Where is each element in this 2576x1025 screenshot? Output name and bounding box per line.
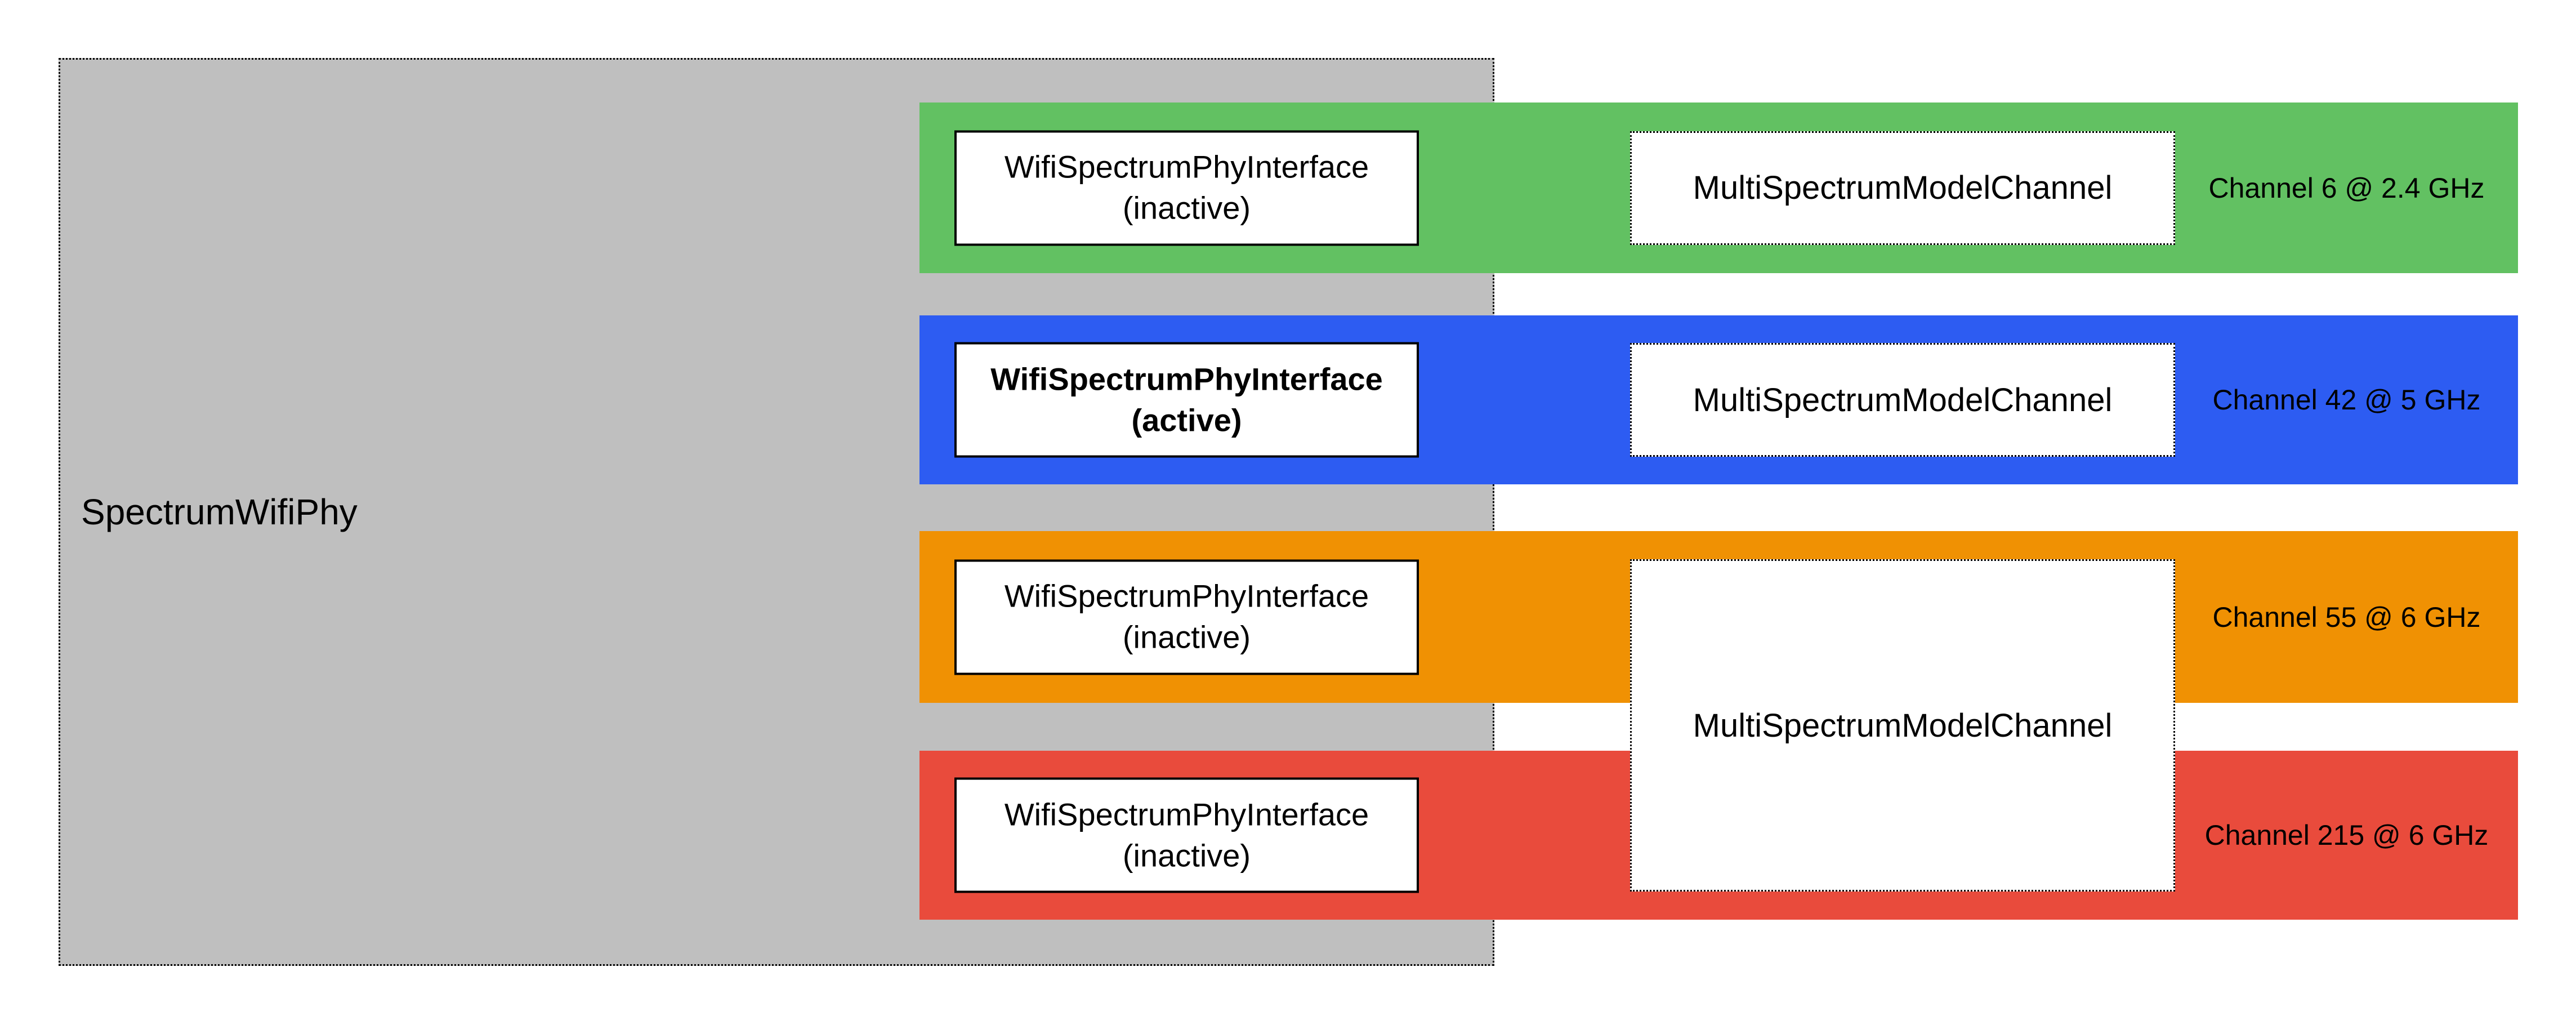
channel-band-5ghz: WifiSpectrumPhyInterface (active) MultiS… <box>919 315 2518 484</box>
interface-state-text: (inactive) <box>1122 190 1251 226</box>
channel-label-6ghz-ch215: Channel 215 @ 6 GHz <box>2204 819 2489 851</box>
interface-name-text: WifiSpectrumPhyInterface <box>990 361 1383 397</box>
model-channel-text: MultiSpectrumModelChannel <box>1693 381 2113 418</box>
wifi-spectrum-phy-interface-box-inactive-2: WifiSpectrumPhyInterface (inactive) <box>954 559 1419 675</box>
model-channel-text: MultiSpectrumModelChannel <box>1693 170 2113 206</box>
model-channel-text: MultiSpectrumModelChannel <box>1693 707 2113 744</box>
channel-label-5ghz: Channel 42 @ 5 GHz <box>2212 384 2481 416</box>
multi-spectrum-model-channel-box-1: MultiSpectrumModelChannel <box>1630 131 2175 245</box>
wifi-spectrum-phy-interface-box-inactive-3: WifiSpectrumPhyInterface (inactive) <box>954 777 1419 893</box>
interface-name-text: WifiSpectrumPhyInterface <box>1004 796 1369 832</box>
interface-state-text: (inactive) <box>1122 837 1251 873</box>
channel-label-6ghz-ch55: Channel 55 @ 6 GHz <box>2212 601 2481 633</box>
interface-name-text: WifiSpectrumPhyInterface <box>1004 578 1369 614</box>
multi-spectrum-model-channel-box-2: MultiSpectrumModelChannel <box>1630 343 2175 457</box>
wifi-spectrum-phy-interface-box-active: WifiSpectrumPhyInterface (active) <box>954 342 1419 458</box>
wifi-spectrum-phy-interface-box-inactive-1: WifiSpectrumPhyInterface (inactive) <box>954 130 1419 246</box>
spectrum-wifi-phy-label: SpectrumWifiPhy <box>81 492 358 532</box>
interface-state-text: (inactive) <box>1122 619 1251 655</box>
interface-state-text: (active) <box>1131 402 1242 438</box>
channel-band-2-4ghz: WifiSpectrumPhyInterface (inactive) Mult… <box>919 102 2518 273</box>
interface-name-text: WifiSpectrumPhyInterface <box>1004 149 1369 185</box>
multi-spectrum-model-channel-box-shared: MultiSpectrumModelChannel <box>1630 559 2175 892</box>
channel-label-2-4ghz: Channel 6 @ 2.4 GHz <box>2208 172 2485 204</box>
